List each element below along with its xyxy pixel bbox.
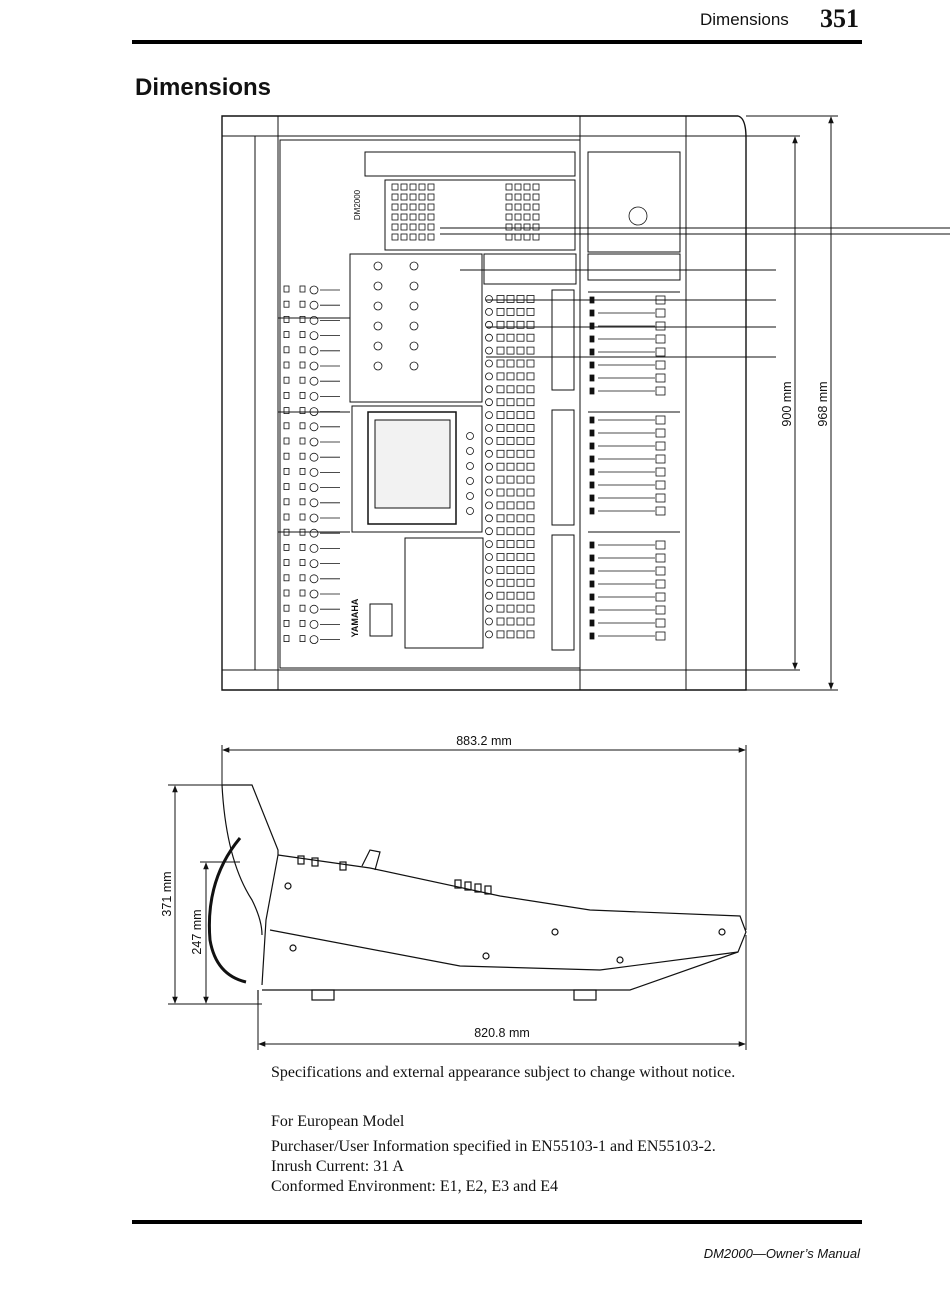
depth-panel-label: 900 mm <box>780 381 794 426</box>
european-heading: For European Model <box>271 1113 405 1130</box>
european-line-3: Conformed Environment: E1, E2, E3 and E4 <box>271 1178 559 1195</box>
brand-badge: YAMAHA <box>350 598 360 637</box>
depth-base-label: 820.8 mm <box>474 1026 530 1040</box>
running-header-section: Dimensions <box>700 10 789 29</box>
european-line-1: Purchaser/User Information specified in … <box>271 1138 716 1155</box>
side-dimension-lines <box>168 745 747 1050</box>
page-title: Dimensions <box>135 74 272 101</box>
depth-total-label: 968 mm <box>816 381 830 426</box>
page-number: 351 <box>820 4 859 33</box>
depth-dimension-lines <box>746 115 838 691</box>
model-badge: DM2000 <box>353 189 362 220</box>
footer-rule <box>132 1220 862 1224</box>
console-controls <box>283 183 666 644</box>
height-total-label: 371 mm <box>160 871 174 916</box>
side-view-drawing <box>207 784 747 1001</box>
top-view-drawing <box>221 115 950 691</box>
height-front-label: 247 mm <box>190 909 204 954</box>
header-rule <box>132 40 862 44</box>
european-line-2: Inrush Current: 31 A <box>271 1158 404 1175</box>
width-label: 883.2 mm <box>456 734 512 748</box>
footer-manual-title: DM2000—Owner’s Manual <box>703 1246 860 1261</box>
notice-text: Specifications and external appearance s… <box>271 1064 736 1081</box>
